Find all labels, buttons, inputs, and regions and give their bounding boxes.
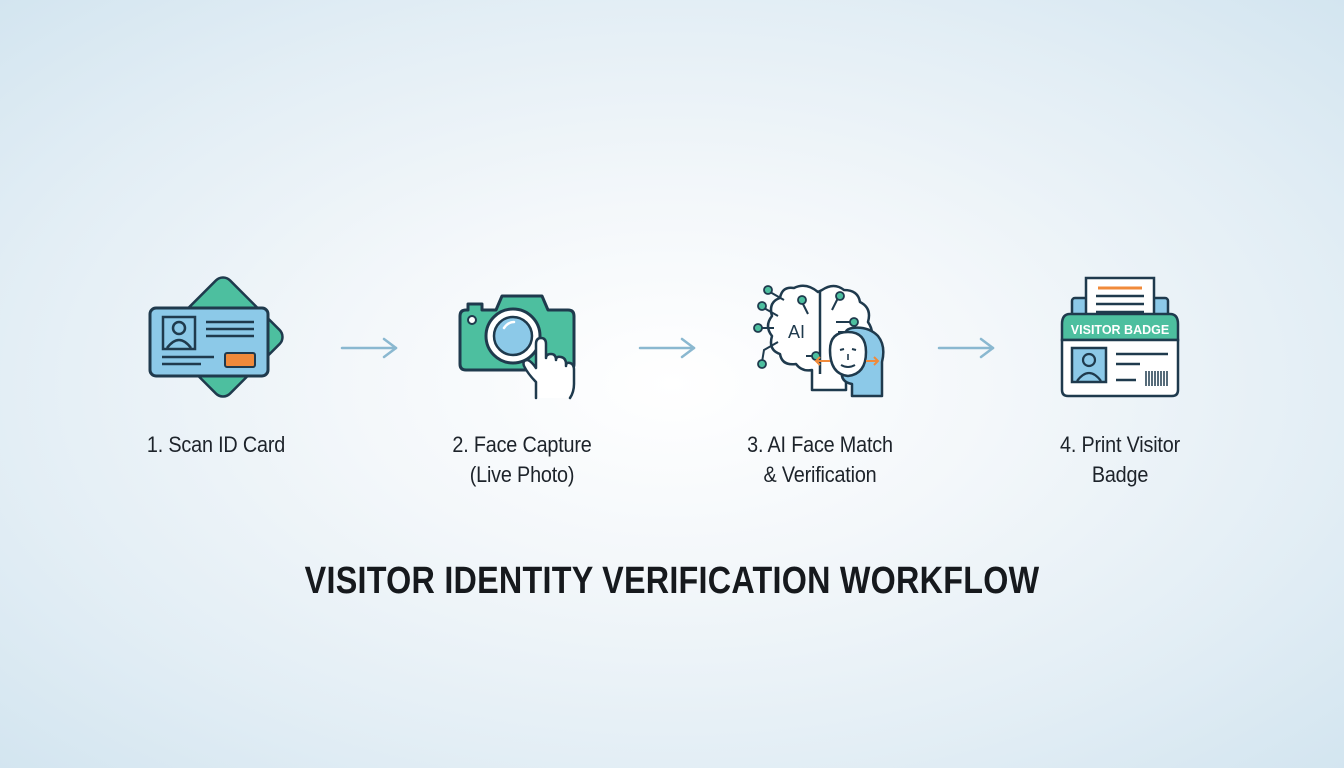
step-scan-id-card: 1. Scan ID Card [86,0,346,520]
arrow-right-icon [340,336,400,360]
arrow-right-icon [638,336,698,360]
step-label-line2: (Live Photo) [469,462,575,487]
step-label: 4. Print Visitor Badge [1003,430,1237,490]
camera-capture-icon [442,270,602,410]
step-label: 1. Scan ID Card [99,430,333,460]
step-face-capture: 2. Face Capture (Live Photo) [392,0,652,520]
badge-title-text: VISITOR BADGE [1071,323,1169,337]
step-print-visitor-badge: VISITOR BADGE 4. Print Visitor Badge [990,0,1250,520]
step-ai-face-match: AI 3. AI Face Match [690,0,950,520]
id-card-icon [136,270,296,410]
step-label-line1: 1. Scan ID Card [146,432,286,457]
visitor-badge-icon: VISITOR BADGE [1040,270,1200,410]
step-label-line2: & Verification [763,462,877,487]
step-label: 3. AI Face Match & Verification [703,430,937,490]
ai-face-match-icon: AI [740,270,900,410]
step-label-line2: Badge [1091,462,1149,487]
arrow-right-icon [937,336,997,360]
page-title: VISITOR IDENTITY VERIFICATION WORKFLOW [304,560,1040,602]
step-label: 2. Face Capture (Live Photo) [405,430,639,490]
step-label-line1: 3. AI Face Match [747,432,893,457]
step-label-line1: 2. Face Capture [452,432,592,457]
ai-text: AI [788,322,805,342]
step-label-line1: 4. Print Visitor [1059,432,1181,457]
